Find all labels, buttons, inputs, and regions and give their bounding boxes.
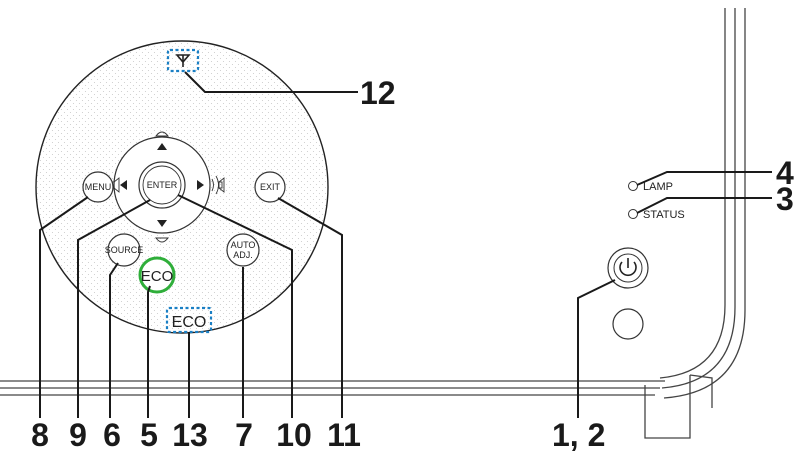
- source-button[interactable]: SOURCE: [105, 233, 144, 267]
- remote-sensor: [166, 48, 200, 73]
- callout-12: 12: [360, 75, 396, 111]
- callout-numbers: 12 4 3 1, 2 8 9 6 5 13 7 10 11: [31, 75, 794, 451]
- exit-button[interactable]: EXIT: [254, 171, 286, 203]
- lamp-label: LAMP: [643, 181, 673, 193]
- callout-1-2: 1, 2: [552, 417, 605, 451]
- eco-button[interactable]: ECO: [138, 256, 176, 294]
- status-label: STATUS: [643, 209, 685, 221]
- leader-lines: [39, 71, 772, 418]
- callout-10: 10: [276, 417, 312, 451]
- callout-3: 3: [776, 181, 794, 217]
- menu-label: MENU: [85, 182, 112, 192]
- antenna-icon: [175, 54, 191, 67]
- exit-label: EXIT: [260, 182, 281, 192]
- eco-label: ECO: [141, 268, 174, 285]
- keystone-up-icon: [154, 131, 170, 137]
- lamp-indicator: LAMP: [628, 181, 673, 193]
- callout-6: 6: [103, 417, 121, 451]
- callout-5: 5: [140, 417, 158, 451]
- power-icon: [619, 258, 637, 277]
- callout-8: 8: [31, 417, 49, 451]
- arrow-down-icon: [157, 220, 167, 227]
- status-indicator: STATUS: [628, 209, 685, 221]
- keystone-down-icon: [154, 237, 170, 243]
- enter-button[interactable]: ENTER: [138, 161, 186, 209]
- eco-indicator: ECO: [165, 306, 213, 334]
- eco-indicator-label: ECO: [172, 314, 207, 331]
- enter-label: ENTER: [147, 180, 178, 190]
- callout-4: 4: [776, 155, 794, 191]
- callout-9: 9: [69, 417, 87, 451]
- speaker-high-icon: [211, 175, 225, 195]
- menu-button[interactable]: MENU: [82, 171, 114, 203]
- source-label: SOURCE: [105, 245, 144, 255]
- round-port: [612, 308, 644, 340]
- arrow-up-icon: [157, 143, 167, 150]
- auto-adjust-button[interactable]: AUTO ADJ.: [226, 233, 260, 267]
- callout-7: 7: [235, 417, 253, 451]
- callout-11: 11: [327, 417, 361, 451]
- auto-adj-label-line1: AUTO: [231, 240, 256, 250]
- auto-adj-label-line2: ADJ.: [233, 250, 253, 260]
- arrow-right-icon: [197, 180, 204, 190]
- callout-13: 13: [172, 417, 208, 451]
- power-button[interactable]: [607, 247, 649, 289]
- arrow-left-icon: [120, 180, 127, 190]
